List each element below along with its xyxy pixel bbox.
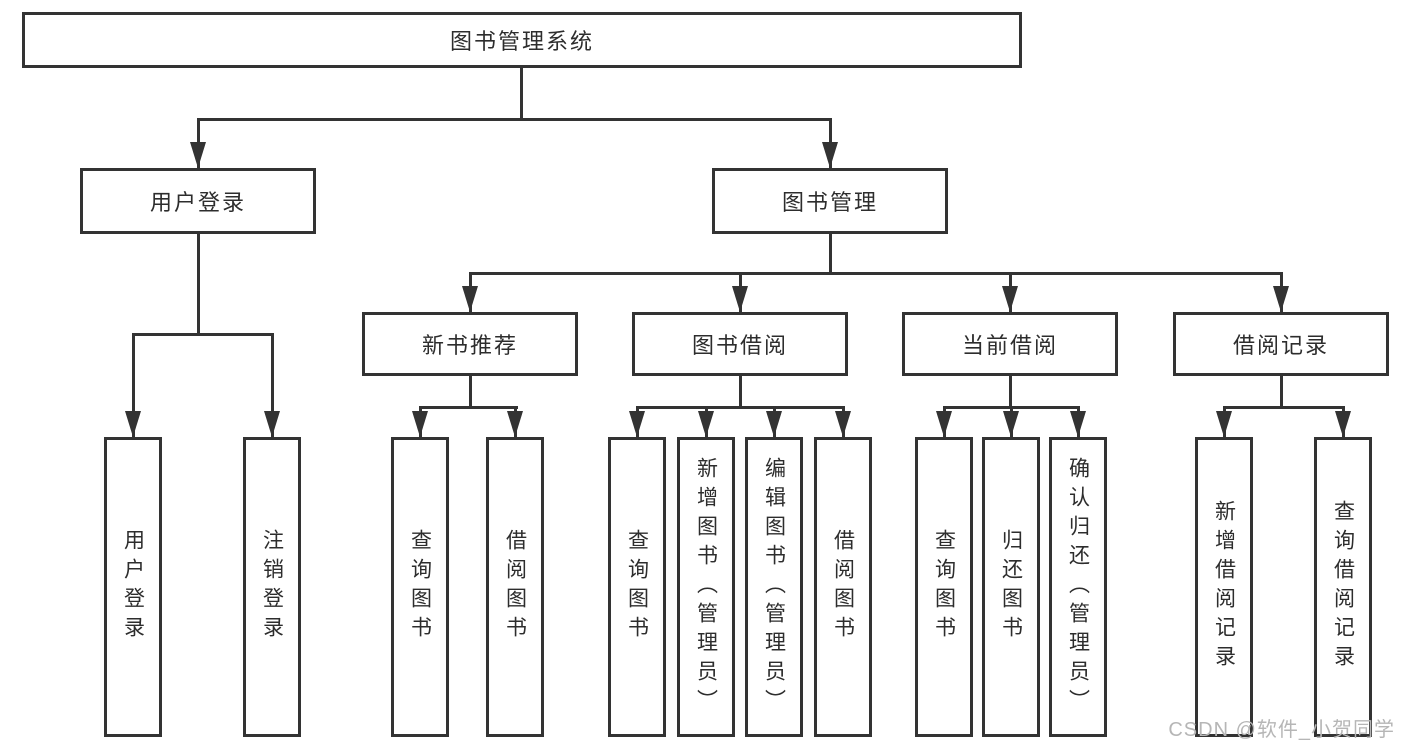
node-user-login-label: 用户登录 (149, 190, 246, 215)
leaf-borrow-query-label: 查询图书 (625, 529, 649, 645)
leaf-user-login-label: 用户登录 (121, 529, 145, 645)
leaf-records-query: 查询借阅记录 (1314, 437, 1372, 737)
connector-line (197, 233, 200, 336)
leaf-newbook-query: 查询图书 (391, 437, 449, 737)
node-book-management-label: 图书管理 (781, 190, 878, 215)
leaf-borrow-borrow-book-label: 借阅图书 (831, 529, 855, 645)
arrowhead-icon (1002, 286, 1018, 312)
connector-line (1280, 376, 1283, 409)
arrowhead-icon (1003, 411, 1019, 437)
node-book-borrow-label: 图书借阅 (691, 333, 788, 358)
node-root: 图书管理系统 (22, 12, 1022, 68)
arrowhead-icon (125, 411, 141, 437)
connector-line (469, 376, 472, 409)
leaf-borrow-add-book: 新增图书（管理员） (677, 437, 735, 737)
connector-line (520, 66, 523, 120)
leaf-current-query: 查询图书 (915, 437, 973, 737)
leaf-user-login: 用户登录 (104, 437, 162, 737)
leaf-current-confirm-return-label: 确认归还（管理员） (1066, 456, 1090, 718)
arrowhead-icon (1273, 286, 1289, 312)
leaf-borrow-edit-book: 编辑图书（管理员） (745, 437, 803, 737)
leaf-records-add: 新增借阅记录 (1195, 437, 1253, 737)
arrowhead-icon (190, 142, 206, 168)
node-book-management: 图书管理 (712, 168, 948, 234)
connector-line (271, 333, 274, 437)
connector-line (469, 272, 1283, 275)
arrowhead-icon (462, 286, 478, 312)
arrowhead-icon (507, 411, 523, 437)
arrowhead-icon (698, 411, 714, 437)
connector-line (132, 333, 274, 336)
leaf-logout: 注销登录 (243, 437, 301, 737)
node-new-book-recommend-label: 新书推荐 (421, 333, 518, 358)
arrowhead-icon (732, 286, 748, 312)
leaf-newbook-query-label: 查询图书 (408, 529, 432, 645)
connector-line (1223, 406, 1345, 409)
arrowhead-icon (1216, 411, 1232, 437)
arrowhead-icon (936, 411, 952, 437)
leaf-newbook-borrow-label: 借阅图书 (503, 529, 527, 645)
connector-line (419, 406, 518, 409)
node-borrow-records-label: 借阅记录 (1232, 333, 1329, 358)
arrowhead-icon (822, 142, 838, 168)
leaf-borrow-borrow-book: 借阅图书 (814, 437, 872, 737)
node-user-login: 用户登录 (80, 168, 316, 234)
connector-line (739, 376, 742, 409)
leaf-current-return-label: 归还图书 (999, 529, 1023, 645)
connector-line (197, 118, 832, 121)
connector-line (829, 233, 832, 275)
connector-line (132, 333, 135, 437)
leaf-current-query-label: 查询图书 (932, 529, 956, 645)
leaf-records-add-label: 新增借阅记录 (1212, 500, 1236, 674)
leaf-newbook-borrow: 借阅图书 (486, 437, 544, 737)
node-root-label: 图书管理系统 (449, 29, 594, 54)
leaf-current-return: 归还图书 (982, 437, 1040, 737)
connector-line (1009, 376, 1012, 409)
arrowhead-icon (412, 411, 428, 437)
leaf-logout-label: 注销登录 (260, 529, 284, 645)
arrowhead-icon (1335, 411, 1351, 437)
leaf-borrow-query: 查询图书 (608, 437, 666, 737)
leaf-borrow-edit-book-label: 编辑图书（管理员） (762, 456, 786, 718)
arrowhead-icon (264, 411, 280, 437)
node-borrow-records: 借阅记录 (1173, 312, 1389, 376)
arrowhead-icon (1070, 411, 1086, 437)
arrowhead-icon (629, 411, 645, 437)
arrowhead-icon (766, 411, 782, 437)
arrowhead-icon (835, 411, 851, 437)
leaf-borrow-add-book-label: 新增图书（管理员） (694, 456, 718, 718)
node-new-book-recommend: 新书推荐 (362, 312, 578, 376)
leaf-current-confirm-return: 确认归还（管理员） (1049, 437, 1107, 737)
connector-line (636, 406, 845, 409)
csdn-watermark: CSDN @软件_小贺同学 (1168, 719, 1395, 741)
leaf-records-query-label: 查询借阅记录 (1331, 500, 1355, 674)
node-current-borrow-label: 当前借阅 (961, 333, 1058, 358)
node-book-borrow: 图书借阅 (632, 312, 848, 376)
node-current-borrow: 当前借阅 (902, 312, 1118, 376)
